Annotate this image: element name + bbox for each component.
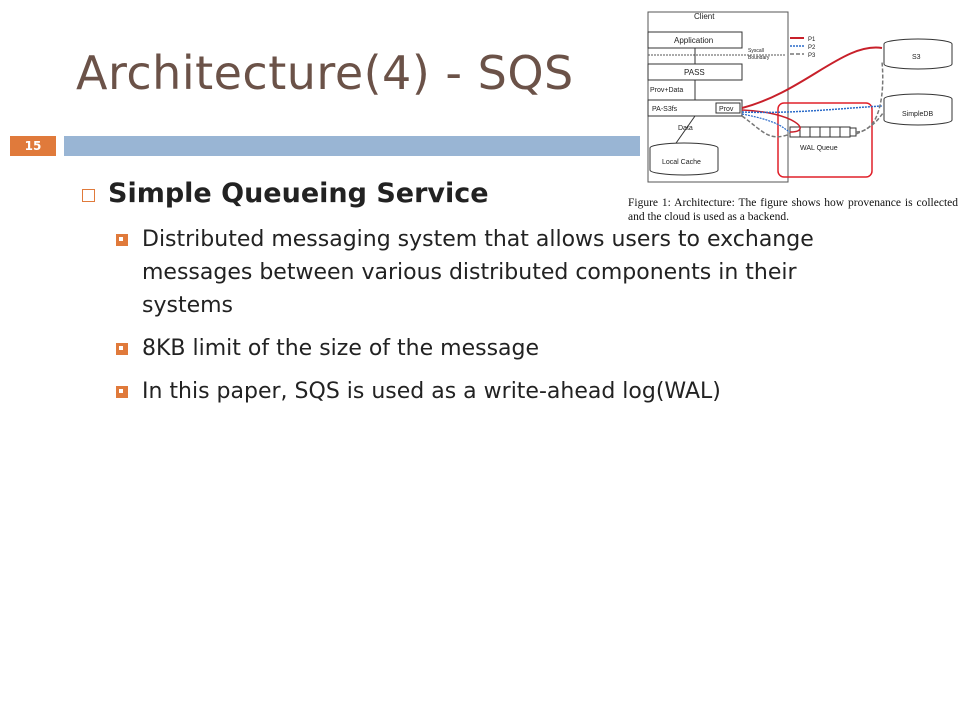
simpledb-body [883,99,953,126]
square-bullet-icon [116,386,128,398]
legend-p2: P2 [808,45,816,51]
sub-bullet: 8KB limit of the size of the message [114,332,880,365]
s3-label: S3 [912,54,921,61]
square-bullet-icon [116,234,128,246]
bullet-heading: Simple Queueing Service [80,178,880,209]
sub-bullet-list: Distributed messaging system that allows… [114,223,880,408]
sub-bullet: Distributed messaging system that allows… [114,223,880,322]
slide-title: Architecture(4) - SQS [76,46,574,100]
sub-bullet-text: In this paper, SQS is used as a write-ah… [142,379,721,404]
sub-bullet-text: 8KB limit of the size of the message [142,336,540,361]
simpledb-label: SimpleDB [902,111,933,118]
wal-queue-end [849,127,857,137]
prov-label: Prov [719,106,734,113]
boundary-label: Boundary [748,55,770,61]
data-arrow [673,115,696,147]
sub-bullet-text: Distributed messaging system that allows… [142,227,814,318]
slide-content: Simple Queueing Service Distributed mess… [80,178,880,418]
square-bullet-icon [116,343,128,355]
legend-p1: P1 [808,37,816,43]
wal-highlight-box [777,102,873,178]
data-label: Data [678,125,693,132]
syscall-label: Syscall [748,48,764,54]
wal-queue-label: WAL Queue [800,145,838,152]
square-bullet-icon [82,189,95,202]
s3-body [883,44,953,70]
p3-path-simpledb [855,111,885,135]
client-label: Client [694,12,715,21]
prov-box [715,102,741,114]
p3-path-wal [741,115,791,138]
prov-data-label: Prov+Data [650,87,683,94]
slide-number: 15 [10,136,56,156]
application-label: Application [674,36,713,45]
p1-path-s3 [741,46,883,109]
local-cache-body [649,148,719,176]
bullet-heading-text: Simple Queueing Service [108,178,489,209]
figure-caption: Figure 1: Architecture: The figure shows… [628,197,958,224]
local-cache-label: Local Cache [662,159,701,166]
p3-path-s3 [855,61,884,133]
pa-s3fs-label: PA-S3fs [652,106,678,113]
p2-path-wal [741,113,791,133]
legend-p3: P3 [808,53,816,59]
pass-label: PASS [684,68,705,77]
p1-path-wal [741,109,801,133]
header-bar [64,136,640,156]
architecture-figure: Client Application Syscall Boundary PASS… [644,2,960,230]
sub-bullet: In this paper, SQS is used as a write-ah… [114,375,880,408]
p2-path-simpledb [741,105,883,114]
architecture-diagram: Client Application Syscall Boundary PASS… [647,11,953,183]
